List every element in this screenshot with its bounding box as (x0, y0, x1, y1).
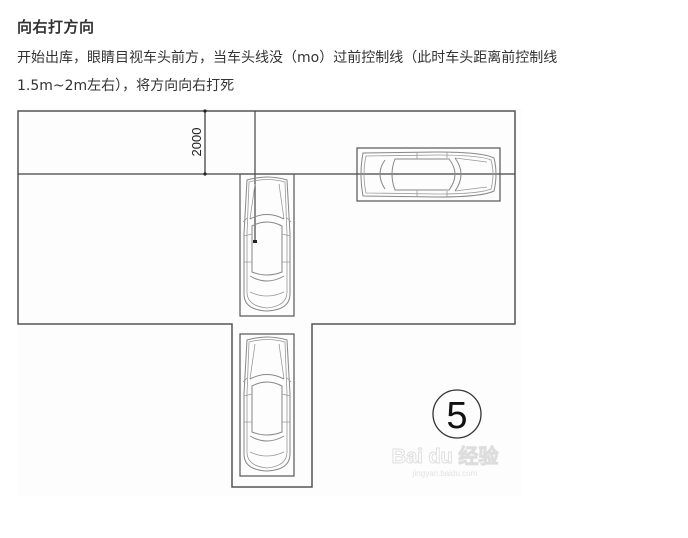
car-parked-right (356, 147, 501, 202)
instruction-paragraph: 开始出库，眼睛目视车头前方，当车头线没（mo）过前控制线（此时车头距离前控制线 … (17, 44, 667, 100)
instruction-line-1: 开始出库，眼睛目视车头前方，当车头线没（mo）过前控制线（此时车头距离前控制线 (17, 50, 558, 66)
watermark-url: jingyan.baidu.com (412, 469, 478, 478)
dimension-label: 2000 (189, 128, 204, 157)
diagram-background (17, 108, 522, 496)
section-heading: 向右打方向 (17, 18, 95, 36)
step-number-circle (432, 389, 482, 439)
car-parked-bottom (239, 333, 295, 477)
parking-lot-outline (17, 110, 516, 488)
step-number: 5 (446, 395, 467, 437)
car-exiting (239, 173, 295, 317)
watermark-brand: Bai du 经验 (392, 444, 499, 468)
instruction-line-2: 1.5m~2m左右），将方向向右打死 (17, 78, 235, 94)
